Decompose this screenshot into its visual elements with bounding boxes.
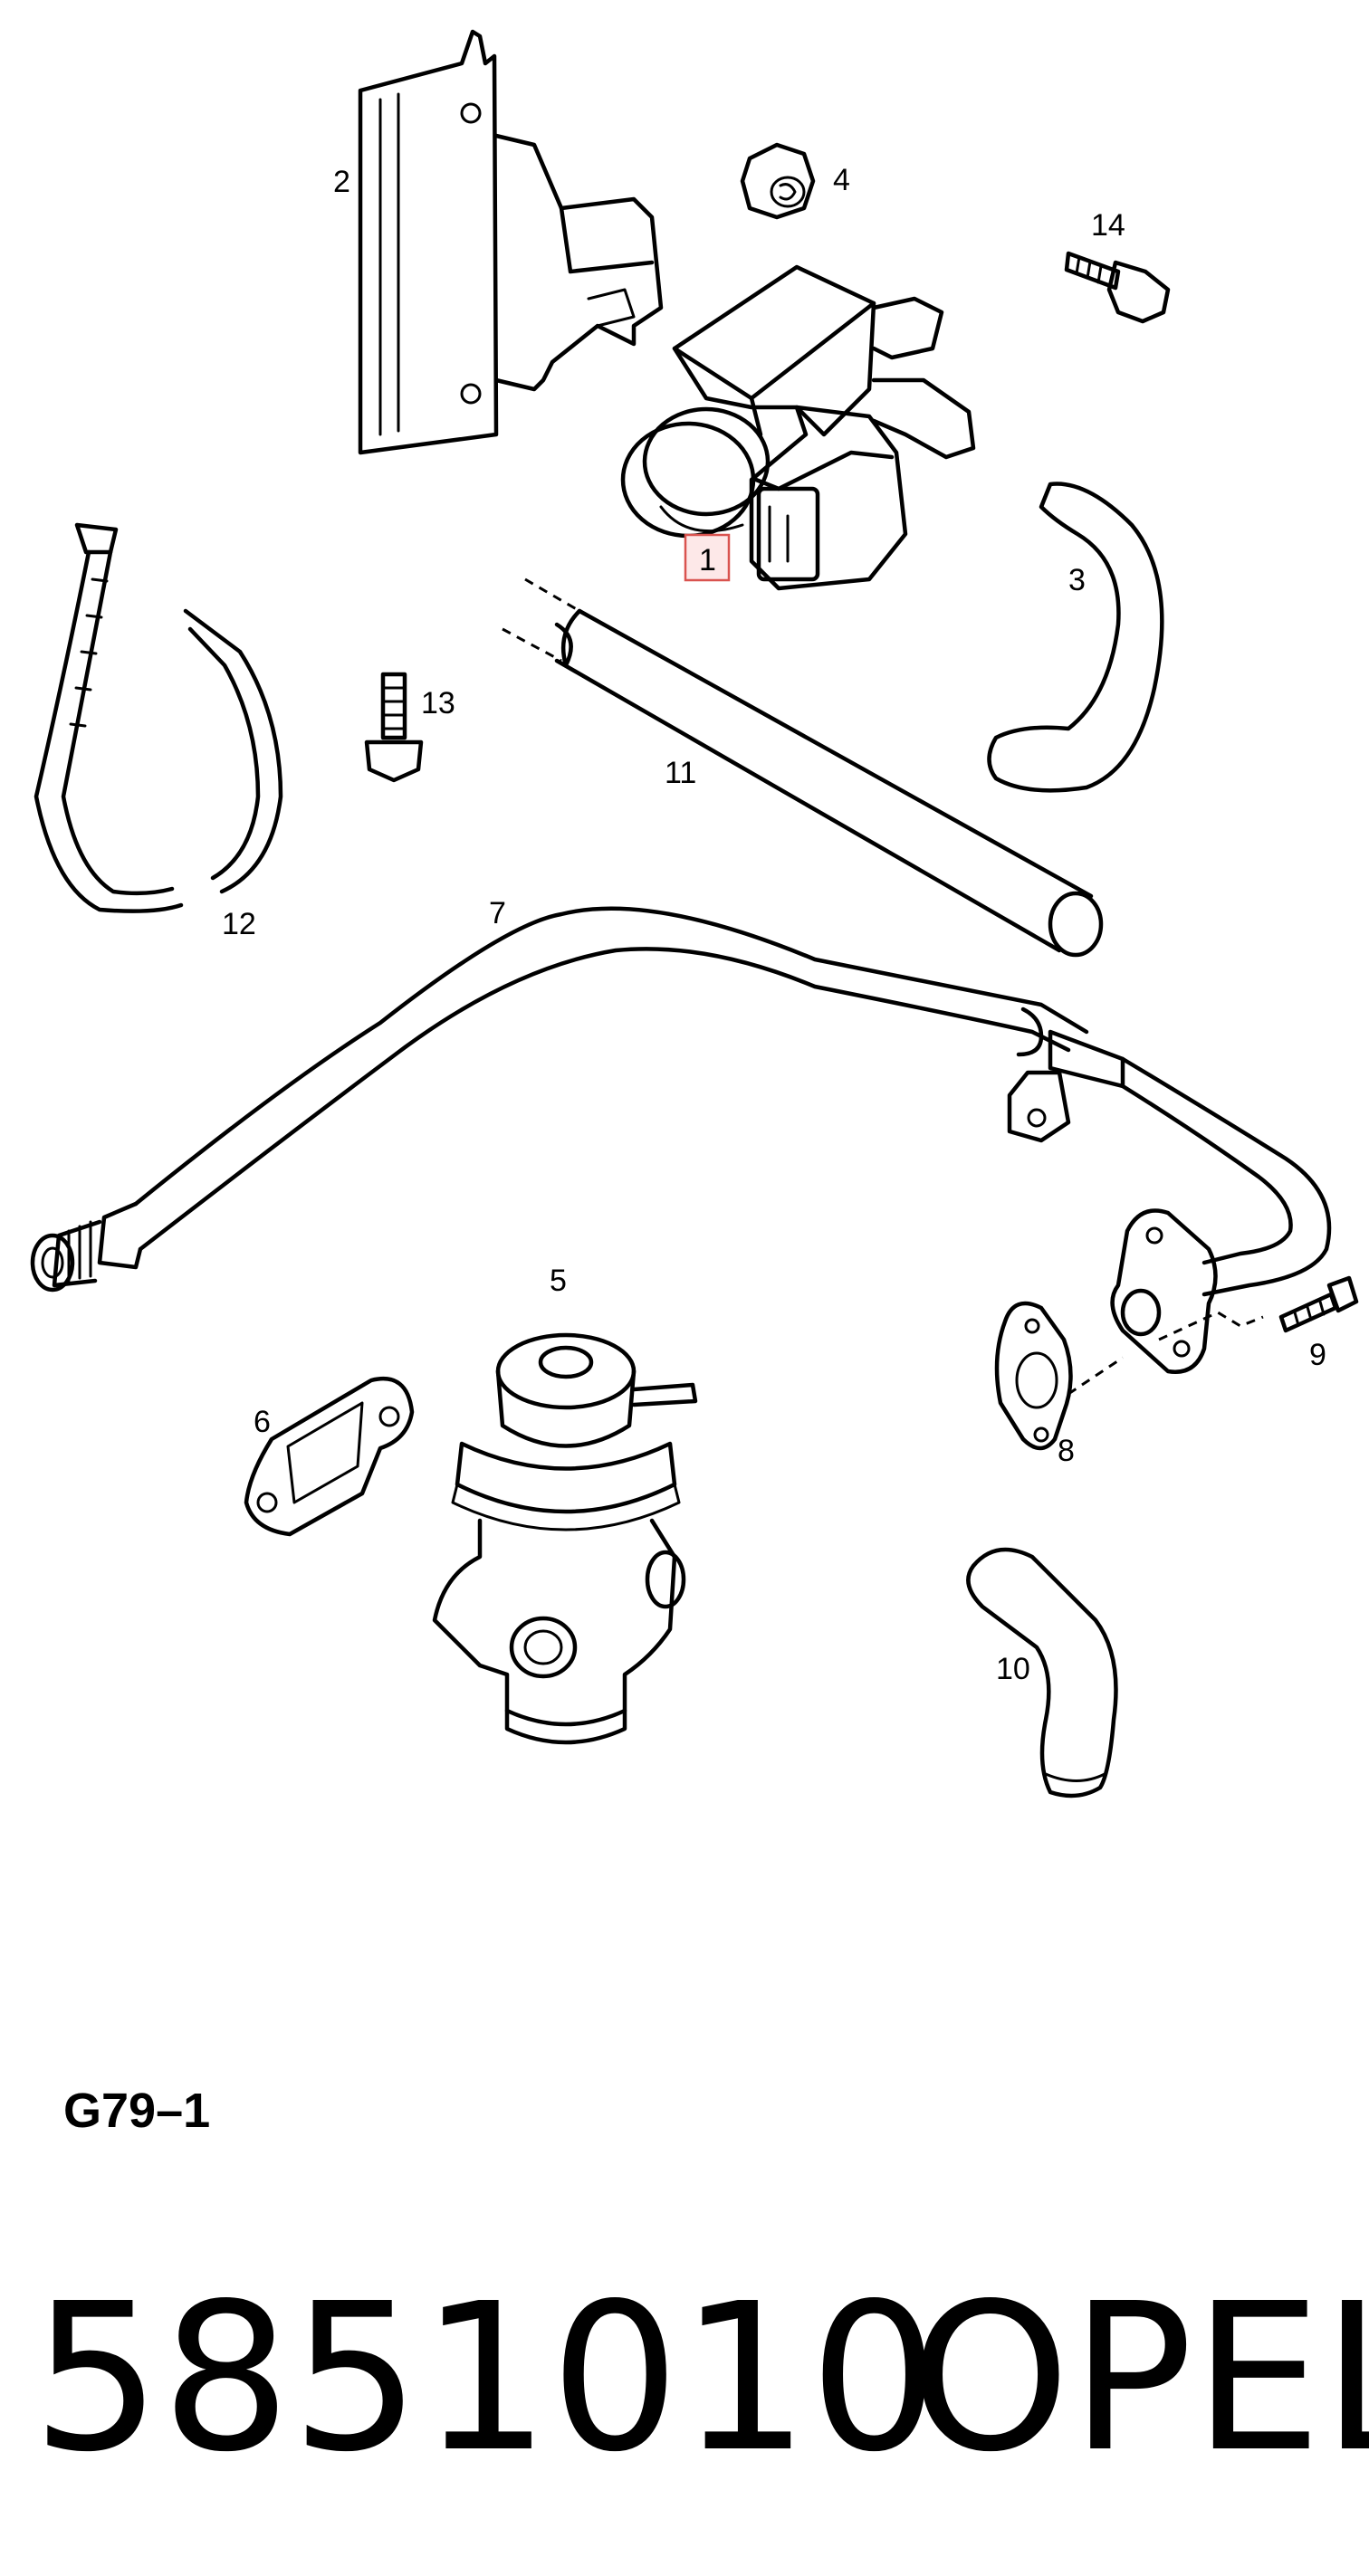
- part-6-gasket: [244, 1377, 415, 1537]
- label-1: 1: [699, 543, 716, 577]
- label-2: 2: [333, 165, 350, 199]
- part-4-nut: [740, 142, 816, 220]
- part-12-cable-tie: [34, 522, 283, 913]
- part-11-tube: [502, 577, 1104, 958]
- part-2-bracket: [358, 29, 664, 455]
- diagram-code: G79–1: [63, 2084, 210, 2138]
- part-9-bolt: [1278, 1275, 1359, 1333]
- brand-name: OPEL: [910, 2260, 1369, 2497]
- label-4: 4: [833, 163, 850, 197]
- part-number: 5851010: [32, 2260, 939, 2497]
- part-3-hose: [987, 482, 1164, 793]
- part-5-egr-valve: [432, 1332, 698, 1745]
- label-9: 9: [1309, 1338, 1326, 1372]
- label-6: 6: [254, 1405, 271, 1439]
- part-8-gasket: [994, 1301, 1264, 1451]
- label-13: 13: [421, 686, 455, 720]
- part-14-bolt: [1064, 251, 1171, 324]
- part-10-hose: [966, 1547, 1118, 1798]
- part-13-bolt: [364, 672, 424, 783]
- label-11: 11: [665, 756, 696, 790]
- label-7: 7: [489, 896, 506, 930]
- part-1-solenoid-valve: [620, 264, 976, 591]
- label-5: 5: [550, 1264, 567, 1298]
- part-7-pipe: [30, 906, 1332, 1297]
- label-10: 10: [996, 1652, 1030, 1686]
- label-8: 8: [1058, 1434, 1075, 1468]
- label-14: 14: [1091, 208, 1125, 243]
- label-3: 3: [1068, 563, 1086, 597]
- label-1-box: [684, 533, 731, 582]
- pipe-flange: [1110, 1208, 1218, 1374]
- label-12: 12: [222, 907, 256, 941]
